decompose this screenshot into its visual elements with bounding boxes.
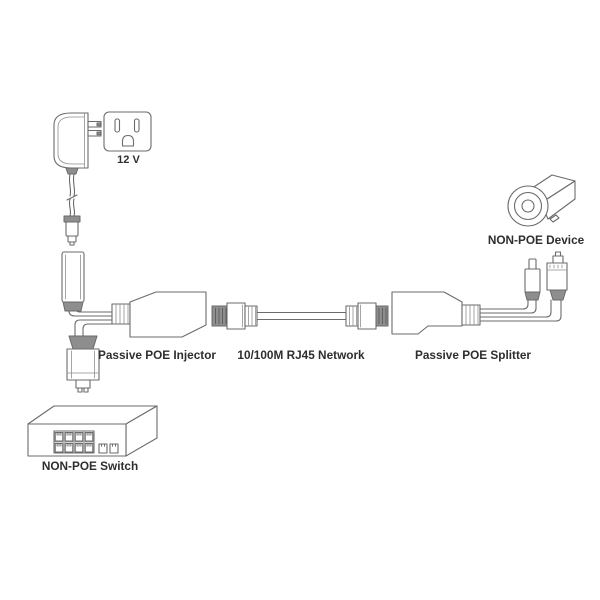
plug-prongs-icon (87, 120, 102, 137)
injector-label: Passive POE Injector (98, 348, 216, 362)
camera-lens-icon (507, 185, 549, 227)
power-cord-icon (66, 173, 78, 217)
switch-label: NON-POE Switch (42, 459, 138, 473)
splitter-body-icon (391, 291, 481, 335)
injector-body-icon (111, 291, 207, 338)
camera-icon (507, 174, 576, 227)
network-switch-icon (27, 405, 158, 457)
splitter-dc-plug-icon (524, 258, 541, 301)
power-adapter-icon (53, 112, 102, 246)
switch-ports-icon (53, 430, 95, 454)
injector-dc-jack-icon (61, 251, 85, 312)
cable-left-connector-icon (211, 302, 258, 330)
poe-injector-icon (61, 251, 207, 393)
splitter-wires (479, 299, 562, 322)
ethernet-cable-icon (211, 302, 389, 330)
splitter-rj45-plug-icon (546, 251, 568, 301)
cable-right-connector-icon (345, 302, 389, 330)
outlet-voltage-label: 12 V (117, 154, 140, 166)
splitter-label: Passive POE Splitter (415, 348, 531, 362)
injector-wires (68, 310, 113, 337)
poe-splitter-icon (391, 251, 568, 335)
network-label: 10/100M RJ45 Network (237, 348, 365, 362)
injector-rj45-plug-icon (66, 335, 100, 393)
wall-outlet-icon (103, 111, 152, 152)
switch-uplink-ports-icon (98, 443, 119, 454)
device-label: NON-POE Device (488, 233, 585, 247)
dc-plug-icon (63, 215, 81, 246)
